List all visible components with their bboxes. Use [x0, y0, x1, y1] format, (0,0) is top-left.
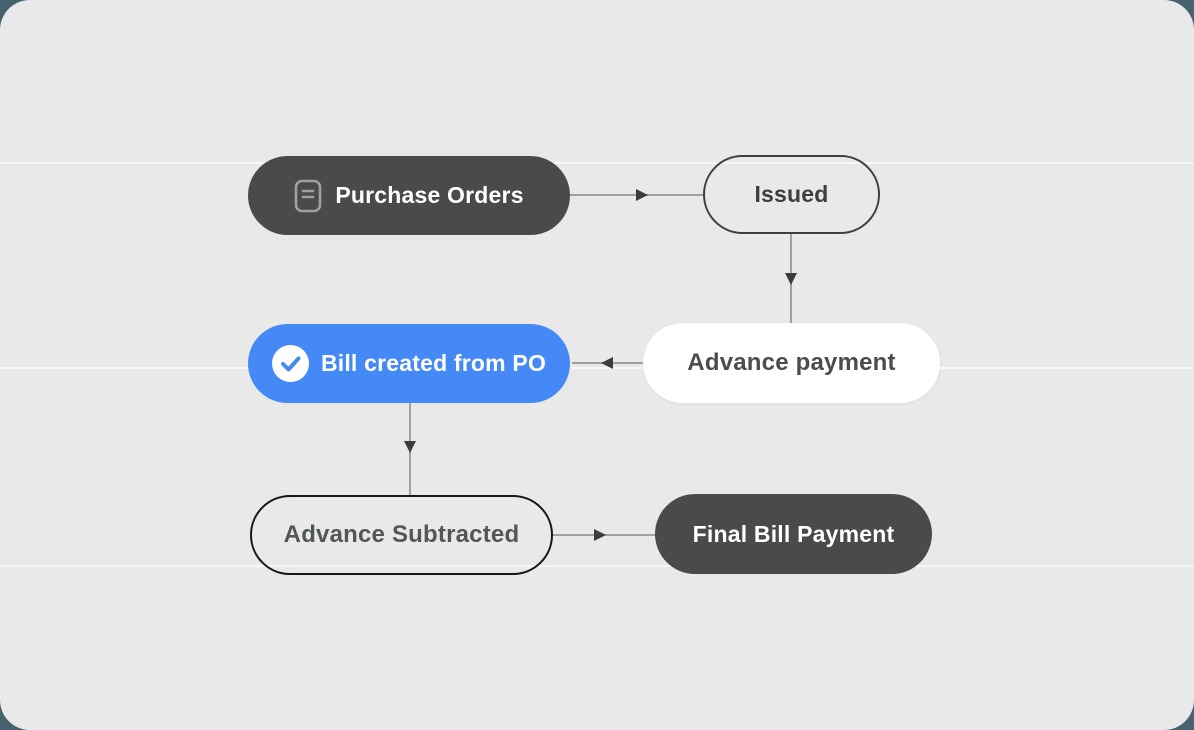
gridline: [0, 565, 1194, 567]
node-bill-created-from-po[interactable]: Bill created from PO: [248, 324, 570, 403]
node-label: Advance payment: [687, 349, 896, 376]
gridline: [0, 367, 1194, 369]
check-circle-icon: [271, 345, 309, 382]
arrowhead-right-icon: [636, 189, 648, 201]
node-final-bill-payment[interactable]: Final Bill Payment: [655, 494, 932, 574]
node-advance-payment[interactable]: Advance payment: [643, 323, 940, 403]
node-label: Final Bill Payment: [692, 520, 895, 547]
node-advance-subtracted[interactable]: Advance Subtracted: [250, 495, 553, 575]
node-label: Advance Subtracted: [283, 521, 520, 548]
node-label: Purchase Orders: [335, 182, 524, 208]
node-label: Issued: [754, 181, 829, 207]
arrowhead-down-icon: [785, 273, 797, 285]
arrowhead-right-icon: [594, 529, 606, 541]
arrowhead-left-icon: [601, 357, 613, 369]
node-purchase-orders[interactable]: Purchase Orders: [248, 156, 570, 235]
document-icon: [294, 179, 322, 213]
arrowhead-down-icon: [404, 441, 416, 453]
node-issued[interactable]: Issued: [703, 155, 880, 234]
node-label: Bill created from PO: [320, 350, 547, 376]
gridline: [0, 162, 1194, 164]
